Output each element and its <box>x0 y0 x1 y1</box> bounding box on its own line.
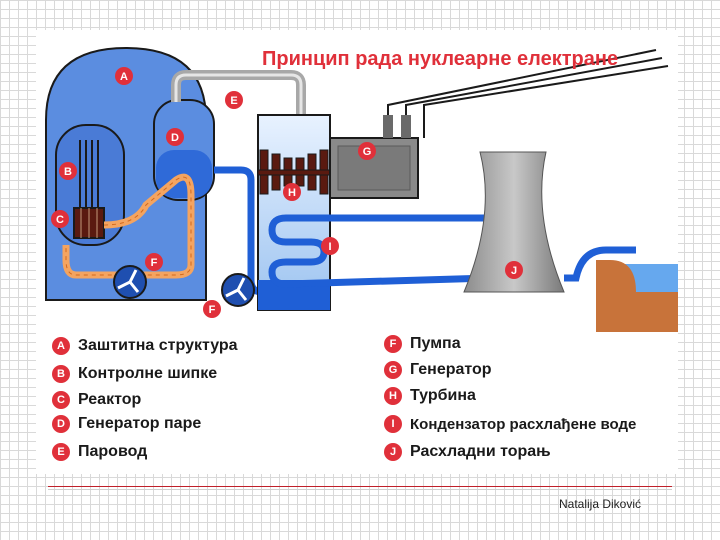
marker-d: D <box>166 128 184 146</box>
marker-f-badge: F <box>384 335 402 353</box>
svg-text:H: H <box>288 187 296 199</box>
legend-label-i: Кондензатор расхлађене воде <box>410 415 637 433</box>
marker-d-badge: D <box>52 415 70 433</box>
svg-text:D: D <box>171 132 179 144</box>
outlet-pipe <box>564 246 636 282</box>
footer-divider-secondary <box>48 489 672 490</box>
marker-e: E <box>225 91 243 109</box>
legend-item-a: A Заштитна структура <box>52 335 238 357</box>
legend-item-j: J Расхладни торањ <box>384 441 551 463</box>
legend-item-f: F Пумпа <box>384 333 461 355</box>
legend-label-g: Генератор <box>410 361 492 378</box>
marker-f-primary: F <box>145 253 163 271</box>
marker-c-badge: C <box>52 391 70 409</box>
svg-text:J: J <box>511 265 517 277</box>
svg-text:I: I <box>328 241 331 253</box>
legend-label-h: Турбина <box>410 387 476 404</box>
legend-label-a: Заштитна структура <box>78 337 238 354</box>
control-rods <box>79 140 99 210</box>
svg-text:G: G <box>363 146 372 158</box>
svg-text:F: F <box>151 257 158 269</box>
marker-j: J <box>505 261 523 279</box>
marker-a-badge: A <box>52 337 70 355</box>
marker-b-badge: B <box>52 365 70 383</box>
marker-j-badge: J <box>384 443 402 461</box>
marker-i: I <box>321 237 339 255</box>
legend-item-c: C Реактор <box>52 389 141 411</box>
cooling-tower <box>463 151 565 293</box>
legend-right: F Пумпа G Генератор H Турбина I Конденза… <box>384 333 678 465</box>
legend-item-i: I Кондензатор расхлађене воде <box>384 413 636 435</box>
marker-h-badge: H <box>384 387 402 405</box>
legend-item-b: B Контролне шипке <box>52 363 217 385</box>
legend-label-j: Расхладни торањ <box>410 443 551 460</box>
legend-label-f: Пумпа <box>410 335 461 352</box>
nuclear-plant-diagram: A B C D E F F G <box>45 46 678 332</box>
page-title: Принцип рада нуклеарне електране <box>262 48 619 70</box>
marker-e-badge: E <box>52 443 70 461</box>
svg-text:C: C <box>56 214 64 226</box>
legend-label-c: Реактор <box>78 391 142 408</box>
marker-a: A <box>115 67 133 85</box>
author-name: Natalija Diković <box>559 497 642 511</box>
marker-f-secondary: F <box>203 300 221 318</box>
turbine <box>257 149 399 195</box>
marker-h: H <box>283 183 301 201</box>
legend-item-h: H Турбина <box>384 385 476 407</box>
legend-item-e: E Паровод <box>52 441 147 463</box>
slide: A B C D E F F G <box>36 30 678 474</box>
marker-g: G <box>358 142 376 160</box>
marker-i-badge: I <box>384 415 402 433</box>
svg-text:A: A <box>120 71 128 83</box>
svg-text:B: B <box>64 166 72 178</box>
marker-g-badge: G <box>384 361 402 379</box>
footer-divider <box>48 486 672 487</box>
legend-label-e: Паровод <box>78 443 148 460</box>
legend-item-d: D Генератор паре <box>52 413 201 435</box>
legend-left: A Заштитна структура B Контролне шипке C… <box>52 335 322 465</box>
marker-c: C <box>51 210 69 228</box>
svg-text:E: E <box>230 95 237 107</box>
svg-text:F: F <box>209 304 216 316</box>
marker-b: B <box>59 162 77 180</box>
legend-label-d: Генератор паре <box>78 415 202 432</box>
legend-item-g: G Генератор <box>384 359 492 381</box>
earth-bank <box>596 260 678 332</box>
legend-label-b: Контролне шипке <box>78 365 218 382</box>
